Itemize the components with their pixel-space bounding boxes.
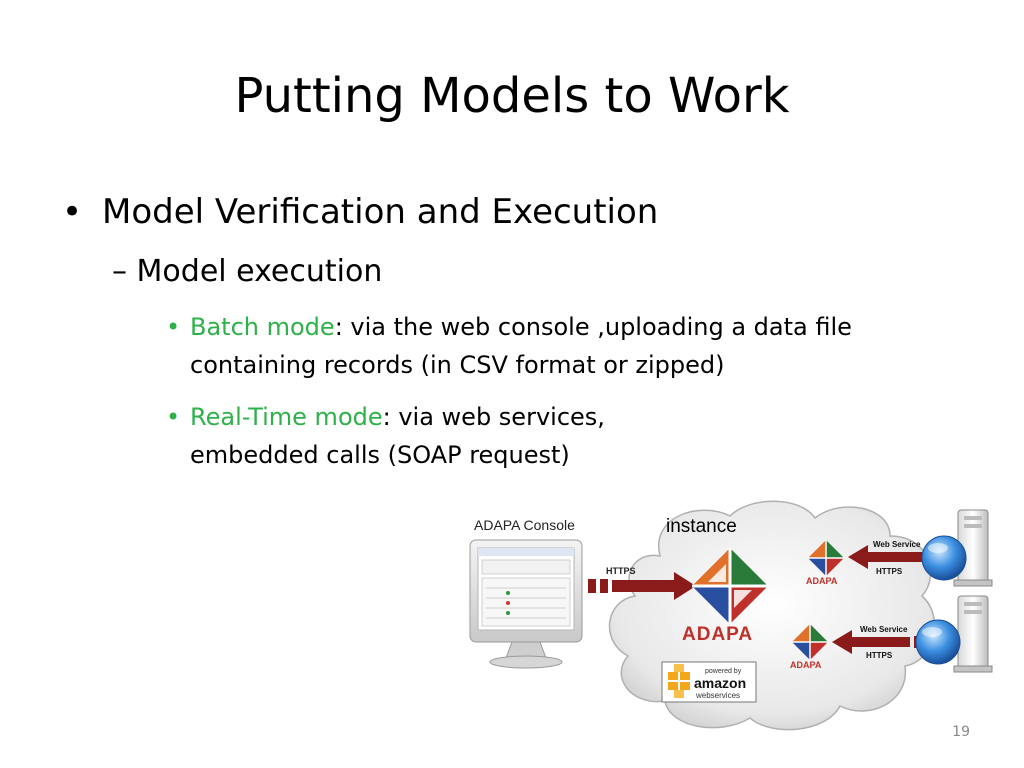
- adapa-logo-small-top: [808, 540, 844, 576]
- realtime-mode-highlight: Real-Time mode: [190, 403, 383, 431]
- bullet-level2: – Model execution: [112, 254, 383, 289]
- bullet-batch-line2: containing records (in CSV format or zip…: [190, 351, 725, 379]
- ws-bottom-label: Web Service: [860, 625, 908, 634]
- bullet-realtime-mode: • Real-Time mode: via web services, embe…: [166, 398, 605, 474]
- bullet-dot: •: [166, 403, 181, 431]
- cloud-label: instance: [666, 516, 737, 537]
- bullet-realtime-line1: Real-Time mode: via web services,: [190, 398, 605, 436]
- globe-icon-top: [921, 535, 967, 581]
- cloud-shape: [608, 500, 936, 731]
- adapa-small-bottom-text: ADAPA: [790, 660, 822, 670]
- ws-top-label: Web Service: [873, 540, 921, 549]
- realtime-mode-text: : via web services,: [382, 403, 605, 431]
- bullet-realtime-line2: embedded calls (SOAP request): [190, 441, 570, 469]
- aws-badge: [661, 661, 757, 703]
- console-label: ADAPA Console: [474, 517, 575, 533]
- adapa-main-text: ADAPA: [682, 624, 753, 645]
- globe-icon-bottom: [915, 619, 961, 665]
- adapa-logo-small-bottom: [792, 624, 828, 660]
- aws-amazon: amazon: [694, 675, 746, 691]
- bullet-batch-line1: Batch mode: via the web console ,uploadi…: [190, 308, 852, 346]
- adapa-small-top-text: ADAPA: [806, 576, 838, 586]
- bullet-dot: •: [62, 192, 83, 232]
- adapa-logo-main: [692, 548, 768, 624]
- https-arrow: [588, 572, 696, 600]
- batch-mode-text: : via the web console ,uploading a data …: [334, 313, 852, 341]
- bullet-level1: • Model Verification and Execution: [62, 190, 658, 234]
- bullet-dot: •: [166, 313, 181, 341]
- slide-title: Putting Models to Work: [234, 68, 790, 124]
- bullet-batch-mode: • Batch mode: via the web console ,uploa…: [166, 308, 852, 384]
- ws-bottom-https: HTTPS: [866, 651, 893, 660]
- page-number: 19: [952, 724, 970, 740]
- https-label: HTTPS: [606, 566, 636, 576]
- aws-webservices: webservices: [695, 691, 740, 700]
- monitor-icon: [469, 539, 583, 669]
- batch-mode-highlight: Batch mode: [190, 313, 335, 341]
- architecture-diagram: ADAPA Console HTTPS instance: [469, 500, 993, 731]
- server-icon-bottom: [953, 595, 993, 673]
- bullet-level1-text: Model Verification and Execution: [102, 192, 659, 232]
- ws-top-https: HTTPS: [876, 567, 903, 576]
- aws-powered-by: powered by: [705, 668, 742, 675]
